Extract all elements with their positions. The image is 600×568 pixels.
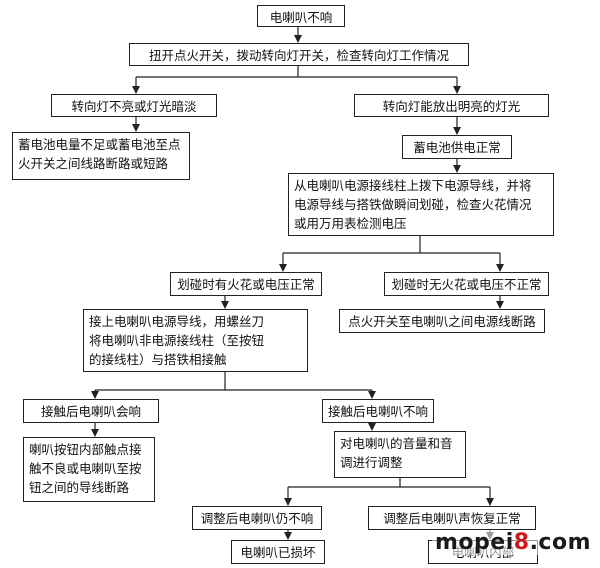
node-horn-damaged: 电喇叭已损坏 [231,540,325,564]
node-adjusted-normal: 调整后电喇叭声恢复正常 [368,506,536,530]
node-horn-still-silent: 接触后电喇叭不响 [322,399,434,423]
node-adjust-volume-tone: 对电喇叭的音量和音 调进行调整 [334,431,466,478]
node-check-turn-signal: 扭开点火开关，拨动转向灯开关，检查转向灯工作情况 [129,43,469,66]
node-spark-present: 划碰时有火花或电压正常 [170,272,322,296]
node-horn-sounds: 接触后电喇叭会响 [23,399,159,423]
node-button-contact-fault: 喇叭按钮内部触点接 触不良或电喇叭至按 钮之间的导线断路 [23,437,155,502]
node-ground-test: 接上电喇叭电源导线，用螺丝刀 将电喇叭非电源接线柱（至按钮 的接线柱）与搭铁相接… [83,309,308,372]
node-no-spark: 划碰时无火花或电压不正常 [384,272,549,296]
node-battery-ok: 蓄电池供电正常 [402,135,512,159]
node-battery-fault: 蓄电池电量不足或蓄电池至点 火开关之间线路断路或短路 [12,132,190,180]
node-spark-test: 从电喇叭电源接线柱上拨下电源导线，并将 电源导线与搭铁做瞬间划碰，检查火花情况 … [288,173,554,236]
node-power-line-open: 点火开关至电喇叭之间电源线断路 [339,309,545,333]
node-adjusted-still-silent: 调整后电喇叭仍不响 [192,506,322,530]
node-turn-signal-dim: 转向灯不亮或灯光暗淡 [51,94,217,117]
node-turn-signal-bright: 转向灯能放出明亮的灯光 [354,94,549,117]
node-horn-silent: 电喇叭不响 [257,5,345,27]
site-watermark: mopei8.com [432,530,594,555]
